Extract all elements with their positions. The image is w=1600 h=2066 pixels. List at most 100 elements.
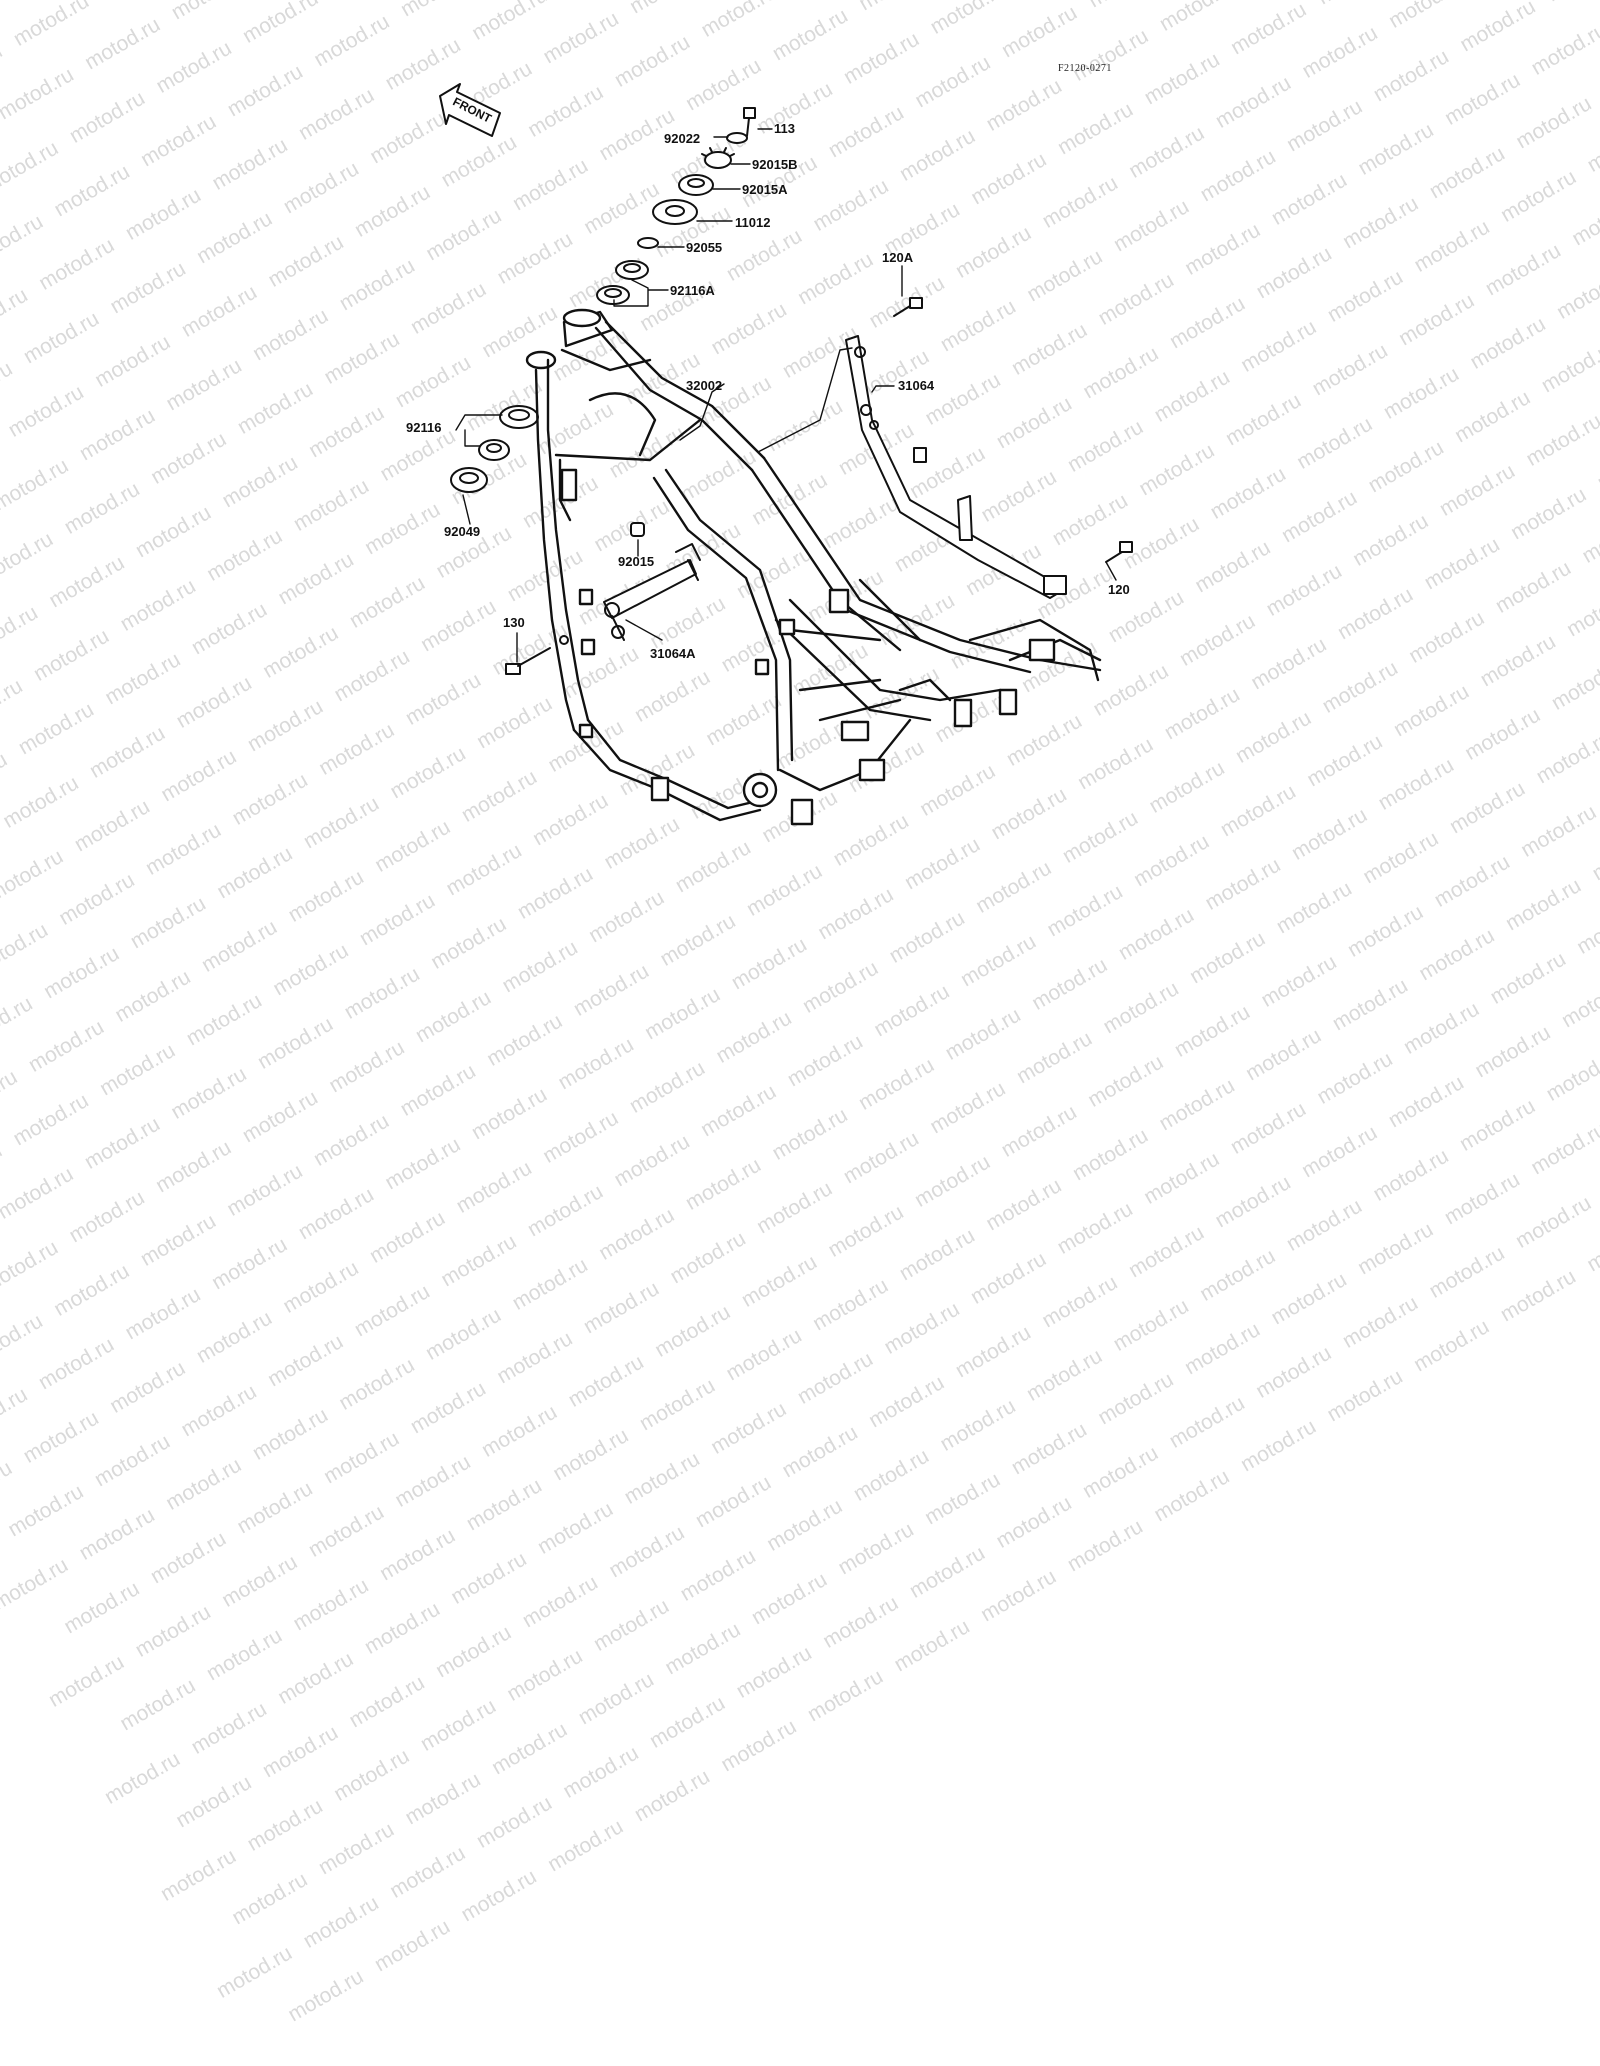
watermark-text: motod.ru [1236, 1414, 1320, 1477]
watermark-text: motod.ru [49, 1259, 134, 1321]
watermark-text: motod.ru [1323, 1364, 1407, 1427]
leader-lines [455, 128, 1117, 663]
watermark-text: motod.ru [549, 1423, 633, 1486]
watermark-text: motod.ru [966, 1247, 1051, 1309]
watermark-text: motod.ru [472, 1791, 556, 1853]
watermark-text: motod.ru [370, 1914, 454, 1977]
watermark-text: motod.ru [936, 1394, 1020, 1456]
watermark-text: motod.ru [187, 1697, 271, 1759]
watermark-text: motod.ru [457, 1864, 541, 1927]
watermark-text: motod.ru [350, 1279, 434, 1342]
watermark-text: motod.ru [559, 1741, 643, 1803]
watermark-text: motod.ru [1109, 1294, 1193, 1356]
watermark-text: motod.ru [0, 1235, 62, 1298]
watermark-text: motod.ru [273, 1647, 358, 1709]
watermark-text: motod.ru [1063, 1514, 1147, 1577]
watermark-text: motod.ru [1053, 1197, 1137, 1259]
watermark-text: motod.ru [1496, 1264, 1580, 1327]
watermark-text: motod.ru [131, 1600, 215, 1662]
watermark-text: motod.ru [594, 1203, 679, 1265]
watermark-text: motod.ru [1282, 1194, 1366, 1256]
watermark-text: motod.ru [503, 1644, 587, 1706]
steering-head-parts [450, 107, 756, 537]
front-arrow-icon: FRONT [439, 83, 501, 137]
watermark-text: motod.ru [1196, 1244, 1280, 1306]
watermark-text: motod.ru [447, 1547, 531, 1609]
watermark-text: motod.ru [1078, 1441, 1163, 1503]
part-label-32002: 32002 [686, 378, 723, 393]
watermark-text: motod.ru [1007, 1417, 1091, 1480]
watermark-text: motod.ru [1338, 1291, 1422, 1353]
watermark-text: motod.ru [284, 1964, 368, 2027]
watermark-text: motod.ru [329, 1744, 414, 1806]
watermark-text: motod.ru [248, 1403, 332, 1465]
main-frame [525, 308, 1102, 826]
part-label-92015A: 92015A [742, 182, 788, 197]
watermark-text: motod.ru [706, 1397, 791, 1459]
watermark-text: motod.ru [793, 1347, 877, 1409]
watermark-text: motod.ru [895, 1223, 979, 1286]
watermark-text: motod.ru [1583, 1214, 1600, 1277]
watermark-text: motod.ru [375, 1523, 460, 1586]
watermark-text: motod.ru [818, 1591, 903, 1653]
watermark-text: motod.ru [319, 1426, 404, 1489]
part-label-120A: 120A [882, 250, 914, 265]
watermark-text: motod.ru [1022, 1344, 1107, 1406]
watermark-text: motod.ru [717, 1714, 801, 1777]
watermark-text: motod.ru [737, 1250, 821, 1312]
watermark-text: motod.ru [19, 1406, 103, 1468]
watermark-text: motod.ru [365, 1206, 450, 1268]
watermark-text: motod.ru [778, 1420, 862, 1483]
part-label-11012: 11012 [735, 215, 771, 230]
watermark-text: motod.ru [880, 1297, 964, 1359]
watermark-text: motod.ru [233, 1476, 317, 1539]
watermark-text: motod.ru [75, 1503, 159, 1565]
part-label-92022: 92022 [664, 131, 701, 146]
watermark-text: motod.ru [263, 1329, 348, 1392]
watermark-text: motod.ru [289, 1573, 373, 1636]
watermark-text: motod.ru [44, 1650, 129, 1712]
watermark-text: motod.ru [1165, 1391, 1249, 1453]
watermark-text: motod.ru [543, 1814, 628, 1877]
watermark-text: motod.ru [146, 1526, 230, 1589]
document-code: F2120-0271 [1058, 63, 1112, 74]
watermark-text: motod.ru [385, 1841, 470, 1903]
watermark-text: motod.ru [0, 1553, 73, 1615]
watermark-text: motod.ru [890, 1614, 974, 1677]
watermark-text: motod.ru [217, 1550, 302, 1612]
part-label-113: 113 [774, 121, 795, 136]
watermark-text: motod.ru [299, 1891, 383, 1953]
part-label-92049: 92049 [444, 524, 481, 539]
watermark-text: motod.ru [90, 1429, 174, 1492]
watermark-text: motod.ru [116, 1673, 200, 1736]
frame-parts-diagram: FRONT [439, 83, 1133, 826]
watermark-text: motod.ru [824, 1200, 908, 1262]
watermark-text: motod.ru [136, 1209, 220, 1271]
part-label-31064: 31064 [898, 378, 935, 393]
watermark-text: motod.ru [177, 1379, 261, 1442]
part-label-92015B: 92015B [752, 157, 798, 172]
watermark-text: motod.ru [691, 1470, 775, 1533]
watermark-text: motod.ru [732, 1641, 816, 1703]
watermark-text: motod.ru [207, 1232, 292, 1295]
watermark-text: motod.ru [60, 1576, 144, 1639]
watermark-text: motod.ru [533, 1497, 618, 1559]
watermark-text: motod.ru [1180, 1317, 1264, 1380]
watermark-text: motod.ru [650, 1300, 735, 1362]
rear-frame-bracket [845, 335, 1067, 599]
watermark-text: motod.ru [722, 1323, 806, 1386]
watermark-text: motod.ru [1038, 1270, 1122, 1333]
watermark-text: motod.ru [762, 1494, 847, 1556]
part-label-130: 130 [503, 615, 525, 630]
watermark-text: motod.ru [34, 1332, 118, 1395]
watermark-text: motod.ru [920, 1467, 1005, 1530]
watermark-text: motod.ru [4, 1479, 88, 1542]
part-label-31064A: 31064A [650, 646, 696, 661]
watermark-text: motod.ru [905, 1541, 989, 1603]
watermark-text: motod.ru [391, 1450, 475, 1512]
watermark-text: motod.ru [121, 1282, 205, 1345]
watermark-text: motod.ru [345, 1670, 429, 1733]
watermark-text: motod.ru [574, 1667, 658, 1730]
frame-bolts [505, 297, 1133, 675]
watermark-text: motod.ru [172, 1770, 256, 1833]
